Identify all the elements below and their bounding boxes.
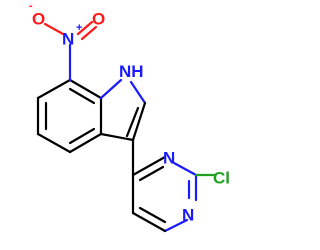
bond-c2-c3-inner [125, 106, 140, 138]
oxygen-right-label: O [92, 9, 105, 28]
benzene-ring [36, 78, 103, 154]
pyrrole-ring [99, 78, 147, 142]
bond-c4-c3a-inner [68, 127, 96, 145]
bond-c5-c4 [36, 132, 72, 154]
oxygen-left-label: O [32, 9, 45, 28]
bond-c4-n3 [131, 155, 167, 177]
indole-nh-h: H [131, 62, 143, 81]
bond-c2-c3 [131, 101, 147, 142]
pyrimidine-n-bottom-label: N [182, 205, 194, 224]
bond-n-o-right-2 [80, 25, 98, 41]
bond-c7a-c7-inner [68, 87, 96, 105]
bond-c6-c5-inner [138, 206, 167, 224]
bond-n3-c2 [172, 161, 198, 177]
bond-c3-c3a [99, 132, 135, 142]
bond-c4-n3-inner [138, 165, 165, 182]
bond-n-o-right-1 [76, 20, 94, 36]
bond-c7a-n1 [99, 78, 123, 100]
bond-c6-c5 [131, 211, 167, 233]
oxygen-left-charge: - [29, 0, 33, 12]
bond-c4-c3a [68, 132, 103, 154]
bond-n1-c6 [163, 218, 189, 233]
bond-n1-c2 [129, 80, 147, 105]
nitro-group [43, 20, 98, 82]
bond-c7a-c7 [68, 78, 103, 100]
bond-c7-c6 [36, 78, 72, 100]
nitro-n-label: N [62, 29, 74, 48]
indole-nh-label: NH [119, 62, 144, 81]
bond-n-o-left [43, 22, 65, 36]
indole-nh-n: N [119, 62, 131, 81]
pyrimidine-n-top-label: N [163, 148, 175, 167]
chlorine-label: Cl [213, 168, 230, 187]
structure-diagram: N + O - O NH N N Cl [29, 0, 230, 233]
pyrimidine-ring [131, 155, 198, 233]
nitro-n-charge: + [76, 22, 82, 34]
